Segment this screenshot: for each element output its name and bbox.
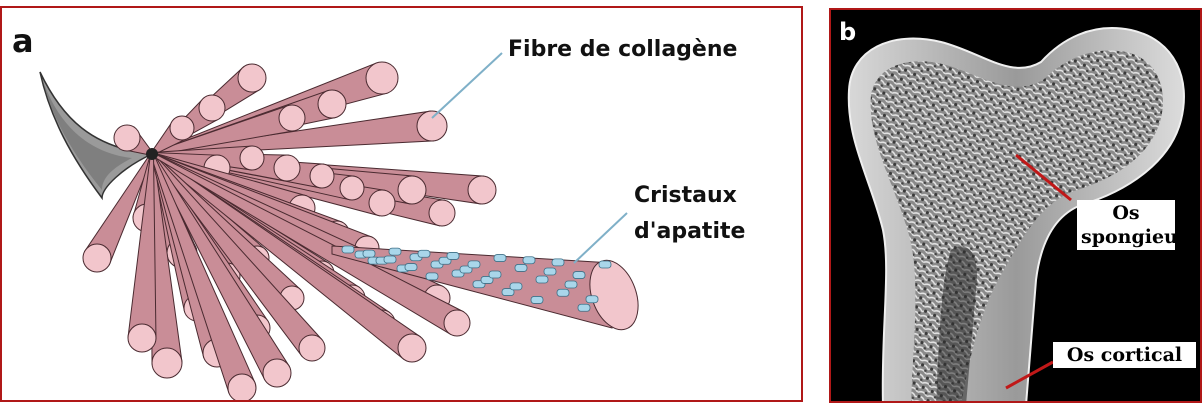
- crystal-pointer-line: [574, 213, 627, 263]
- collagen-fiber-end: [240, 146, 264, 170]
- apatite-crystal: [573, 272, 585, 279]
- label-cortical-bone: Os cortical: [1053, 342, 1196, 368]
- apatite-crystal: [494, 255, 506, 262]
- apatite-crystal: [557, 289, 569, 296]
- apatite-crystal: [536, 276, 548, 283]
- collagen-fiber-end: [170, 116, 194, 140]
- apatite-crystal: [418, 250, 430, 257]
- collagen-fiber-end: [340, 176, 364, 200]
- collagen-fiber-end: [238, 64, 266, 92]
- collagen-fiber-end: [310, 164, 334, 188]
- apatite-crystal: [363, 250, 375, 257]
- collagen-fiber-end: [152, 348, 182, 378]
- collagen-fiber-end: [468, 176, 496, 204]
- apatite-crystal: [531, 296, 543, 303]
- apatite-crystal: [342, 246, 354, 253]
- collagen-fiber-end: [114, 125, 140, 151]
- collagen-fiber-end: [228, 374, 256, 402]
- label-collagen-fiber: Fibre de collagène: [508, 34, 737, 66]
- collagen-fiber-end: [366, 62, 398, 94]
- root-node: [146, 148, 158, 160]
- panel-letter-b: b: [839, 18, 856, 46]
- collagen-fiber-end: [417, 111, 447, 141]
- apatite-crystal: [599, 261, 611, 268]
- apatite-crystal: [552, 259, 564, 266]
- collagen-fibers: [83, 62, 647, 402]
- collagen-fiber-end: [199, 95, 225, 121]
- apatite-crystal: [515, 264, 527, 271]
- apatite-crystal: [565, 281, 577, 288]
- collagen-fiber-end: [398, 334, 426, 362]
- collagen-fiber-end: [279, 105, 305, 131]
- panel-b-bone-section: b Os spongieux Os cortical: [829, 8, 1202, 403]
- label-spongy-line2: spongieux: [1081, 225, 1171, 249]
- collagen-fiber-end: [274, 155, 300, 181]
- apatite-crystal: [468, 261, 480, 268]
- label-spongy-bone: Os spongieux: [1077, 200, 1175, 250]
- apatite-crystal: [389, 248, 401, 255]
- apatite-crystal: [523, 257, 535, 264]
- collagen-fiber-end: [369, 190, 395, 216]
- apatite-crystal: [405, 264, 417, 271]
- collagen-fiber-end: [318, 90, 346, 118]
- panel-a-collagen-diagram: a Fibre de collagène Cristaux d'apatite: [0, 6, 803, 402]
- label-apatite-crystals-line1: Cristaux: [634, 180, 737, 212]
- apatite-crystal: [510, 283, 522, 290]
- collagen-fiber-end: [444, 310, 470, 336]
- fiber-pointer-line: [432, 53, 502, 118]
- label-apatite-crystals-line2: d'apatite: [634, 216, 745, 248]
- apatite-crystal: [544, 268, 556, 275]
- label-spongy-line1: Os: [1081, 201, 1171, 225]
- apatite-crystal: [578, 304, 590, 311]
- collagen-fiber-end: [398, 176, 426, 204]
- apatite-crystal: [426, 273, 438, 280]
- collagen-fiber-end: [429, 200, 455, 226]
- apatite-crystal: [586, 296, 598, 303]
- apatite-crystal: [489, 271, 501, 278]
- apatite-crystal: [384, 256, 396, 263]
- apatite-crystal: [447, 252, 459, 259]
- collagen-fiber-end: [128, 324, 156, 352]
- collagen-fiber-end: [299, 335, 325, 361]
- collagen-fiber-end: [263, 359, 291, 387]
- panel-letter-a: a: [12, 22, 34, 60]
- collagen-fiber-end: [83, 244, 111, 272]
